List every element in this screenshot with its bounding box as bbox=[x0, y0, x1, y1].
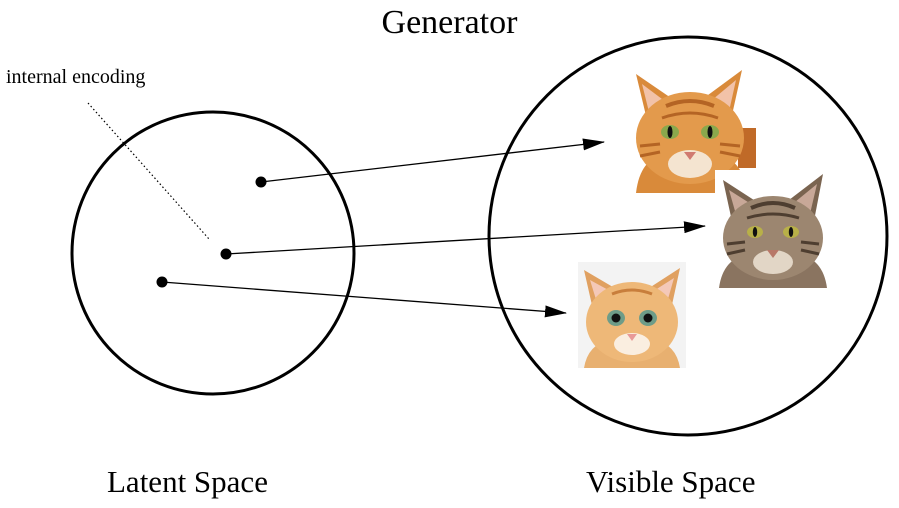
brown-tabby-cat-image bbox=[715, 170, 831, 288]
arrow-to-kitten bbox=[161, 281, 567, 318]
arrow-to-tabby-cat bbox=[225, 221, 706, 255]
latent-point-3 bbox=[156, 276, 168, 288]
latent-space-label: Latent Space bbox=[107, 464, 268, 499]
diagram-title: Generator bbox=[381, 4, 518, 41]
latent-point-1 bbox=[255, 176, 267, 188]
annotation-leader-line bbox=[87, 102, 210, 240]
latent-point-2 bbox=[220, 248, 232, 260]
ginger-kitten-image bbox=[578, 262, 686, 368]
latent-space-circle bbox=[70, 110, 356, 396]
visible-space-label: Visible Space bbox=[586, 464, 756, 499]
internal-encoding-annotation: internal encoding bbox=[6, 66, 146, 88]
visible-space-circle bbox=[487, 35, 889, 437]
arrow-to-orange-cat bbox=[260, 138, 605, 183]
